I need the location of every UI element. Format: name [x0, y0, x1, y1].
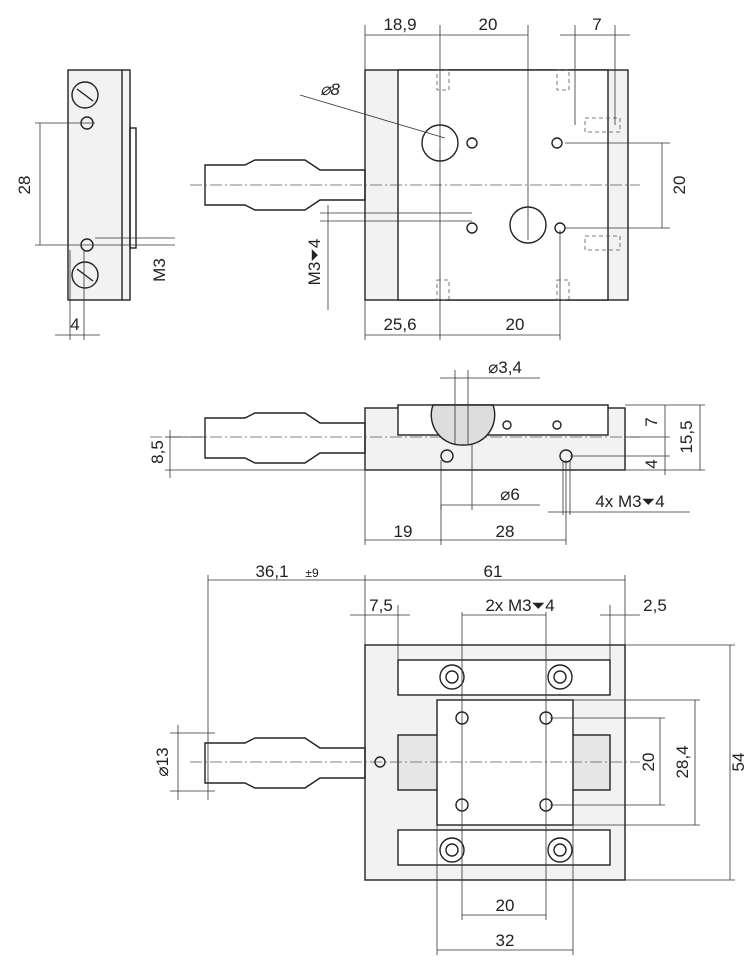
screw-icon	[71, 261, 99, 289]
dim-7: 7	[642, 417, 661, 426]
dim-20-top: 20	[479, 15, 498, 34]
dim-dia-3-4: ⌀3,4	[488, 358, 522, 377]
dim-2-5: 2,5	[643, 596, 667, 615]
screw-icon	[439, 664, 573, 863]
dim-18-9: 18,9	[383, 15, 416, 34]
dim-7: 7	[592, 15, 601, 34]
top-view: 18,9 20 7 ⌀8 20 M3⏷4 25,6 20	[190, 15, 689, 340]
micrometer	[204, 159, 366, 211]
front-view: ⌀3,4 8,5 7 15,5 4 ⌀6 4x M3⏷4 19 28	[148, 358, 705, 545]
dim-4: 4	[70, 315, 79, 334]
dim-36-1: 36,1	[255, 562, 288, 581]
dim-m3-depth: M3⏷4	[305, 239, 324, 286]
dim-2x-m3: 2x M3⏷4	[485, 596, 554, 615]
dim-28: 28	[15, 176, 34, 195]
dim-m3: M3	[150, 258, 169, 282]
dim-15-5: 15,5	[677, 420, 696, 453]
dim-20-right: 20	[670, 176, 689, 195]
dim-4x-m3: 4x M3⏷4	[595, 492, 664, 511]
dim-20-vertical: 20	[639, 753, 658, 772]
micrometer	[204, 412, 366, 464]
dim-dia-8: ⌀8	[320, 80, 340, 99]
dim-54: 54	[729, 753, 748, 772]
dim-7-5: 7,5	[369, 596, 393, 615]
micrometer	[204, 737, 366, 789]
dim-8-5: 8,5	[148, 440, 167, 464]
side-view: 28 M3 4	[15, 69, 175, 340]
dim-32: 32	[496, 931, 515, 950]
dim-dia-6: ⌀6	[500, 485, 520, 504]
bottom-view: 36,1 ±9 61 7,5 2x M3⏷4 2,5 ⌀13 20 28,4 5…	[153, 562, 748, 955]
dim-28-4: 28,4	[673, 745, 692, 778]
dim-4: 4	[642, 459, 661, 468]
dim-20-bottom: 20	[506, 315, 525, 334]
dim-20-horizontal: 20	[496, 896, 515, 915]
dim-61: 61	[484, 562, 503, 581]
dim-25-6: 25,6	[383, 315, 416, 334]
dim-dia-13: ⌀13	[153, 747, 172, 776]
dim-tolerance: ±9	[305, 566, 319, 580]
dim-28: 28	[496, 522, 515, 541]
dim-19: 19	[394, 522, 413, 541]
screw-icon	[71, 81, 99, 109]
